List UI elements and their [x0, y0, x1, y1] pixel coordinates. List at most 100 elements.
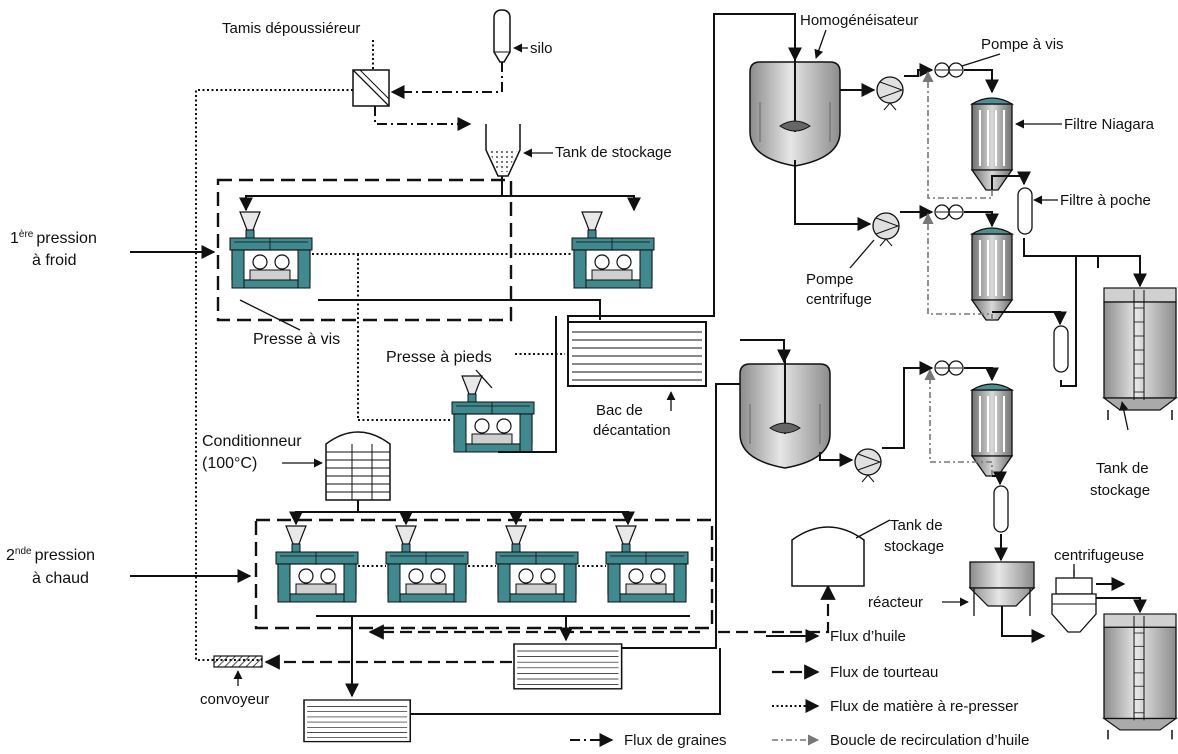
oil-homog2-to-pump3 — [819, 452, 854, 467]
recirc-loop-1 — [922, 70, 993, 199]
hot-press-2 — [385, 525, 469, 603]
tank-mid-label-2: stockage — [884, 538, 944, 555]
feed-press-d — [358, 511, 635, 526]
second-press-line2: à chaud — [32, 570, 89, 587]
legend-repress-label: Flux de matière à re-presser — [830, 698, 1018, 715]
presse-a-pieds-pointer — [475, 369, 493, 389]
screw-pump-1 — [934, 62, 964, 78]
centrifugeuse — [1051, 570, 1097, 633]
tank-right-pointer — [1119, 401, 1129, 431]
homogenizer-2 — [739, 357, 831, 469]
tank-right-label-2: stockage — [1090, 482, 1150, 499]
pocket-filter-1 — [1017, 187, 1033, 235]
tamis-depoussiereur — [352, 69, 390, 107]
presse-a-pieds-label: Presse à pieds — [386, 349, 492, 366]
recirc-loop-2 — [922, 212, 993, 320]
tank-stockage-top-label: Tank de stockage — [555, 144, 672, 161]
tank-de-stockage-grains — [485, 124, 521, 177]
bac-de-decantation — [567, 321, 707, 387]
pocket-filter-2 — [1053, 325, 1069, 373]
conditionneur — [325, 431, 391, 501]
pompe-a-vis-label: Pompe à vis — [981, 36, 1064, 53]
legend-oil-label: Flux d’huile — [830, 628, 906, 645]
convoyeur — [213, 655, 263, 668]
pompe-centrifuge-label-2: centrifuge — [806, 291, 872, 308]
second-pressing-frame — [254, 518, 714, 630]
grain-to-press-2 — [502, 195, 641, 212]
conditionneur-label-1: Conditionneur — [202, 433, 302, 450]
centrifuge-out-2 — [1096, 597, 1147, 614]
pump-3 — [854, 448, 882, 483]
first-press-line2: à froid — [32, 252, 76, 269]
grain-to-press-1 — [239, 176, 503, 212]
legend-grain-label: Flux de graines — [624, 732, 727, 749]
second-press-num: 2 — [6, 547, 15, 564]
oil-reactor-to-centrifuge — [1001, 606, 1046, 643]
homogeneisateur-pointer — [814, 29, 827, 59]
second-press-sup: nde — [15, 546, 32, 557]
silo — [493, 9, 511, 63]
cake-storage-tank — [791, 526, 865, 587]
filtre-a-poche-label: Filtre à poche — [1060, 192, 1151, 209]
storage-tank-right — [1103, 287, 1177, 421]
recirc-loop-3 — [924, 368, 993, 476]
oil-pump3-to-vispump3 — [882, 361, 934, 449]
pompe-a-vis-pointer — [961, 53, 1001, 67]
oil-bac2-to-mixer2 — [622, 383, 756, 649]
oil-homog1-to-pump2 — [794, 160, 872, 231]
bac-label-2: décantation — [593, 422, 671, 439]
oil-press-collector — [318, 299, 601, 320]
repress-tamis-to-convoyeur — [195, 89, 353, 661]
screw-press-1 — [229, 211, 313, 289]
foot-press — [451, 375, 535, 453]
oil-niagara1-to-poche — [991, 171, 1031, 190]
feed-press-a — [289, 500, 359, 526]
oil-poche1-to-tank — [1023, 238, 1147, 288]
first-press-line1: pression — [36, 230, 96, 247]
conditionneur-label-2: (100°C) — [202, 455, 257, 472]
tamis-label: Tamis dépoussiéreur — [222, 20, 360, 37]
oil-bac-to-homogenizer — [567, 13, 802, 322]
presse-a-vis-pointer — [239, 299, 301, 331]
pocket-filter-3 — [993, 485, 1009, 533]
legend: Flux d’huile Flux de tourteau Flux de ma… — [570, 628, 1029, 749]
grain-silo-to-tamis — [390, 62, 503, 99]
silo-label: silo — [530, 40, 553, 57]
filtre-niagara-label: Filtre Niagara — [1064, 116, 1155, 133]
screw-press-2 — [571, 211, 655, 289]
homogeneisateur-label: Homogénéisateur — [800, 12, 918, 29]
oil-vispump3-to-niagara3 — [964, 367, 999, 382]
presse-a-vis-label: Presse à vis — [253, 331, 340, 348]
bac-decantation-2 — [513, 643, 623, 690]
hot-press-3 — [495, 525, 579, 603]
screw-pump-2 — [934, 204, 964, 220]
grain-tamis-to-tank — [374, 106, 472, 131]
pompe-centrifuge-label-1: Pompe — [806, 271, 854, 288]
oil-footpress-to-bac — [498, 316, 557, 453]
tank-mid-pointer — [855, 519, 891, 539]
first-pressing-frame — [216, 178, 513, 322]
bac-label-1: Bac de — [596, 402, 643, 419]
oil-to-homog2 — [740, 339, 791, 364]
pompe-centrifuge-pointer — [849, 239, 875, 269]
reacteur-label: réacteur — [868, 594, 923, 611]
tank-right-label-1: Tank de — [1096, 460, 1149, 477]
oil-vispump1-to-niagara1 — [964, 69, 999, 94]
oil-niagara3-to-poche — [992, 471, 1007, 486]
reacteur — [968, 561, 1036, 616]
pump-2 — [872, 212, 900, 247]
oil-niagara2-to-poche — [992, 311, 1067, 326]
second-press-line1: pression — [35, 547, 95, 564]
first-press-sup: ère — [19, 229, 34, 240]
first-press-num: 1 — [10, 230, 19, 247]
oil-poche2-to-tank — [1060, 255, 1099, 387]
pump-1 — [876, 76, 904, 111]
oil-bac3-riser — [410, 648, 721, 715]
cake-to-tank — [718, 584, 836, 634]
hot-press-1 — [275, 525, 359, 603]
oil-vispump2-to-niagara2 — [964, 211, 999, 228]
storage-tank-bottom-right — [1103, 613, 1177, 741]
legend-recirc-label: Boucle de recirculation d’huile — [830, 732, 1029, 749]
bac-decantation-3 — [303, 699, 412, 743]
